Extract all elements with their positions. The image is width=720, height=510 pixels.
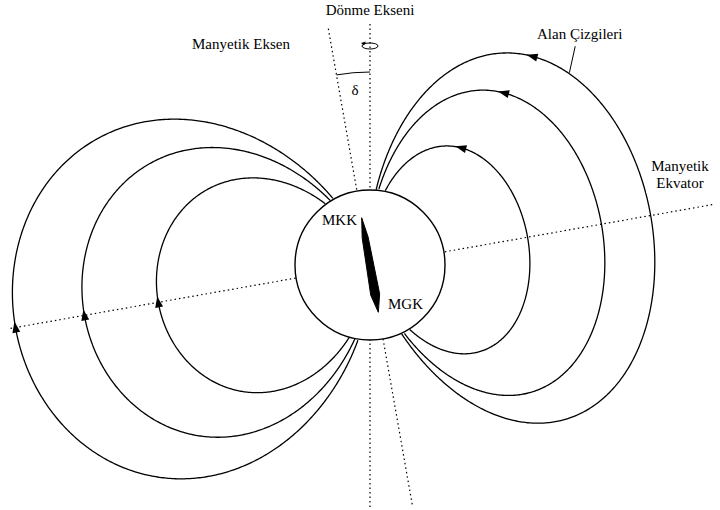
equator-label: Manyetik Ekvator — [646, 158, 714, 193]
angle-arc — [336, 72, 370, 75]
field-arrow — [498, 90, 510, 98]
angle-symbol: δ — [349, 82, 360, 99]
earth-globe — [295, 190, 445, 340]
field-arrow — [12, 322, 20, 334]
axis-title: Dönme Ekseni — [324, 2, 417, 19]
field-arrow — [155, 296, 163, 308]
annotation-marks — [336, 42, 575, 75]
field-arrow — [81, 309, 89, 321]
rotation-arrow — [361, 42, 366, 46]
pole-label: MKK — [320, 212, 359, 229]
earth-circle — [295, 190, 445, 340]
axis-lines — [11, 24, 715, 508]
field-line-label: Alan Çizgileri — [535, 26, 624, 43]
axis-label: Manyetik Eksen — [190, 36, 292, 53]
field-lines — [12, 53, 654, 479]
leader-line — [569, 46, 575, 73]
field-arrow — [527, 54, 539, 62]
pole-label: MGK — [386, 296, 425, 313]
field-arrow — [455, 145, 467, 153]
bar-magnet — [362, 218, 380, 313]
